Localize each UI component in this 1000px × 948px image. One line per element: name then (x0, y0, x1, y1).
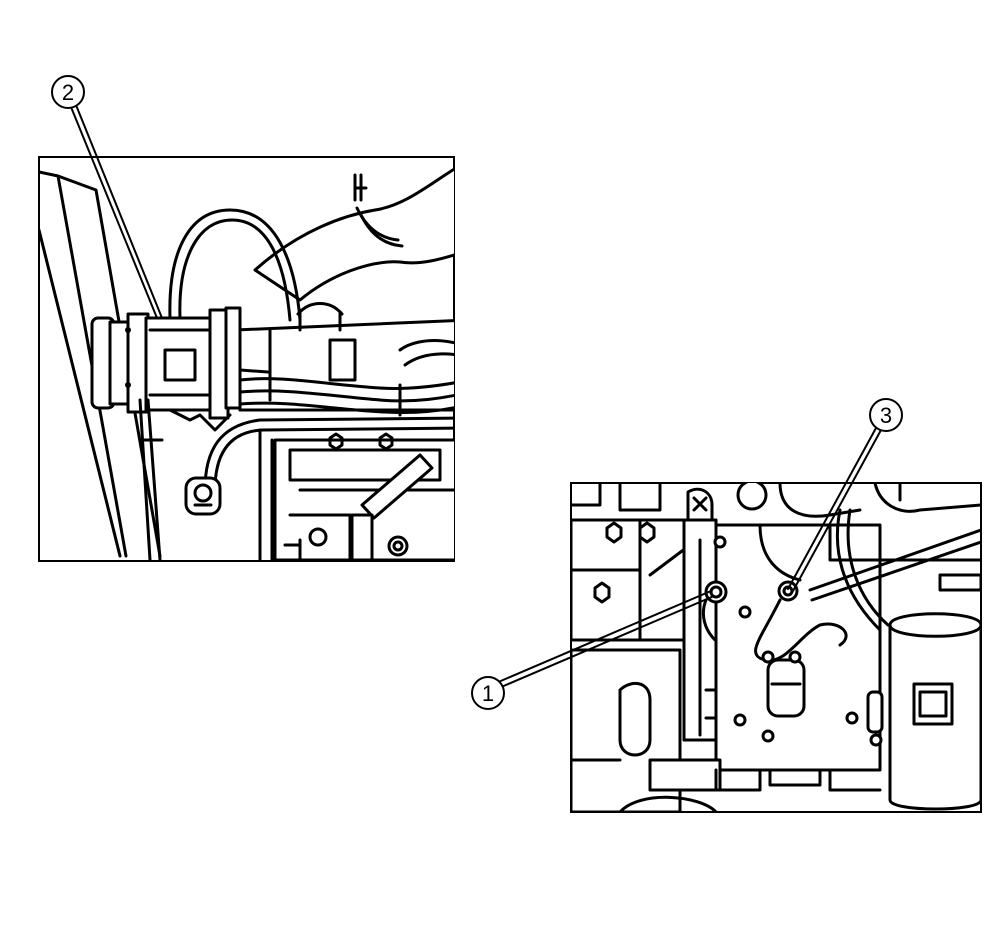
callout-3-label: 3 (880, 403, 892, 428)
callout-1-label: 1 (482, 681, 494, 706)
callout-2: 2 (51, 75, 163, 319)
sender-1 (701, 580, 728, 642)
sender-3 (754, 580, 848, 662)
filter-canister (888, 612, 981, 811)
right-view-engine (570, 482, 982, 813)
alternator (90, 306, 270, 432)
callout-3: 3 (787, 398, 903, 592)
left-view-alternator (38, 156, 455, 562)
callout-2-label: 2 (62, 80, 74, 105)
callout-1: 1 (471, 590, 715, 710)
